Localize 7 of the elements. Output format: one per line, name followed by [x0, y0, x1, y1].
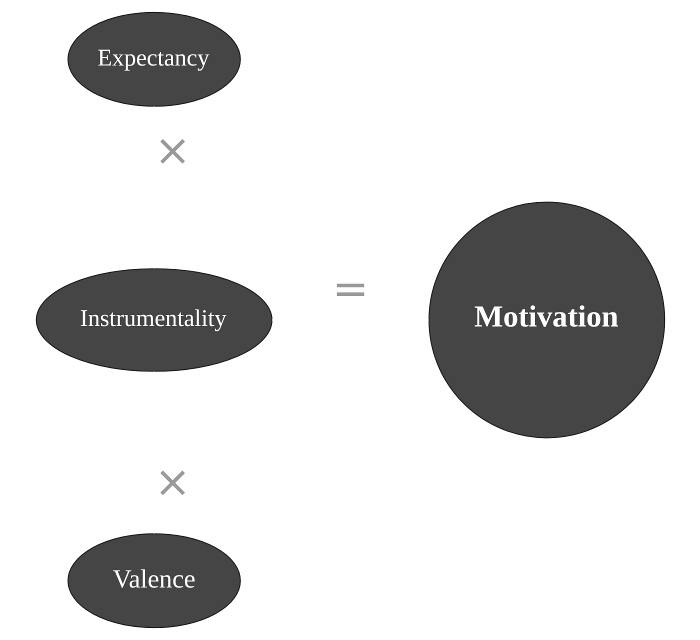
node-ellipse: Instrumentality [35, 268, 272, 372]
node-circle: Motivation [428, 202, 665, 438]
node-ellipse: Expectancy [66, 12, 240, 107]
edge-label: = [332, 264, 368, 315]
node-ellipse: Valence [66, 533, 240, 628]
edge-label: × [154, 458, 190, 508]
edge-label: × [154, 126, 190, 176]
